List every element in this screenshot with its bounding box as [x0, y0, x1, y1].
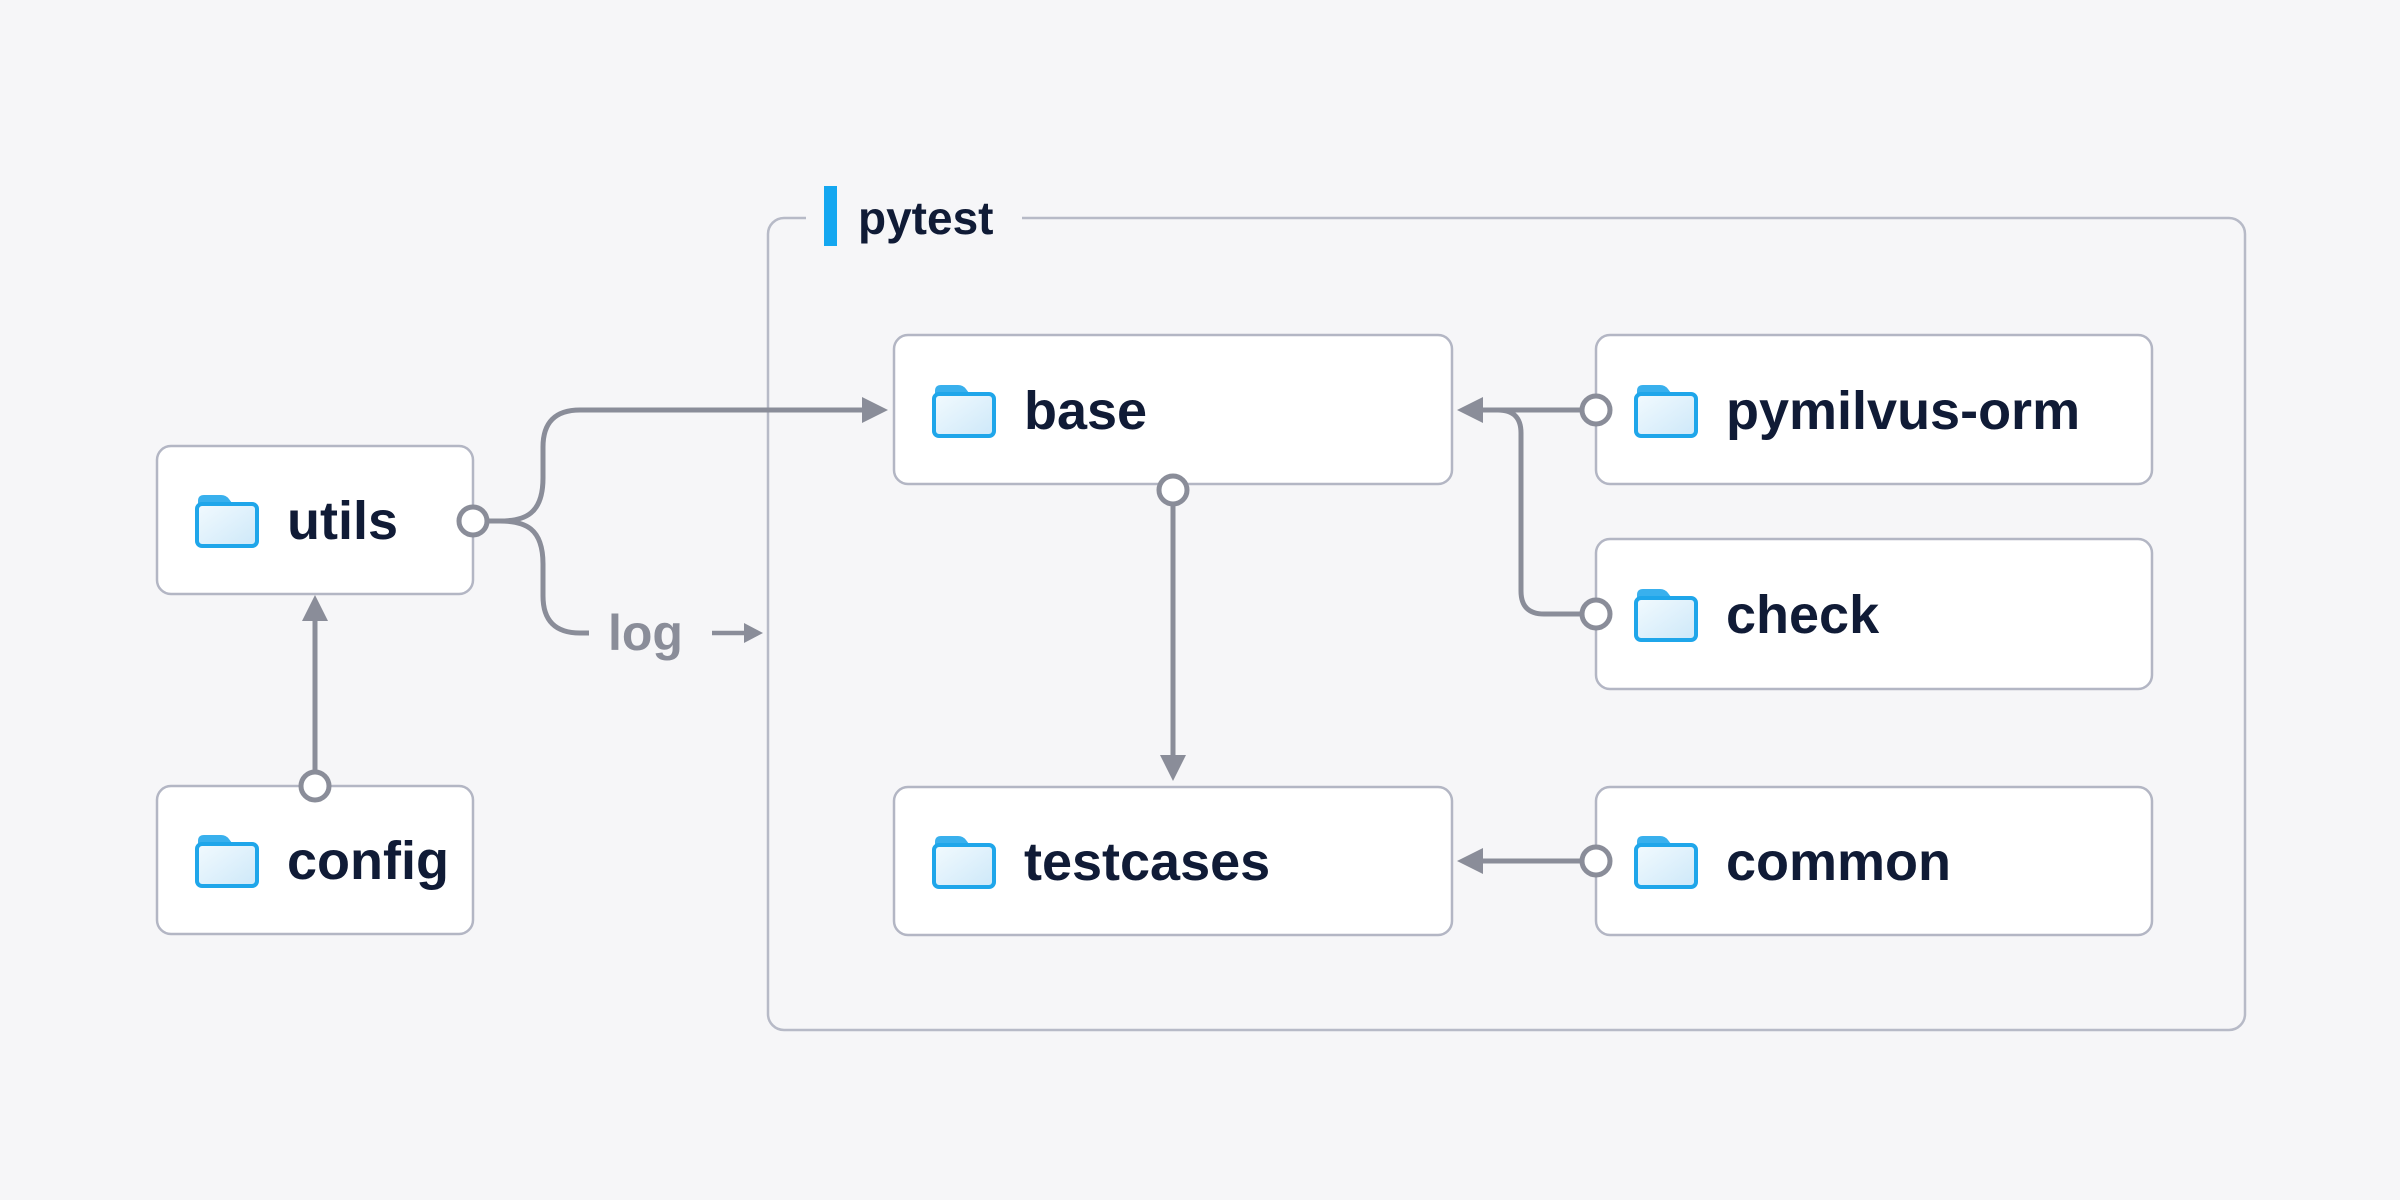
log-edge-label: log — [608, 605, 683, 661]
pytest-container: pytest — [766, 186, 2247, 1032]
node-pymilvus-orm: pymilvus-orm — [1594, 333, 2154, 486]
connector-circle-common-left — [1579, 844, 1613, 878]
edge-common-to-testcases — [1457, 848, 1582, 874]
folder-icon — [195, 833, 259, 888]
connector-circle-pymilvus-orm-left — [1579, 393, 1613, 427]
edge-line — [487, 407, 864, 524]
connector-circle-utils-right — [456, 504, 490, 538]
node-testcases: testcases — [892, 785, 1454, 937]
folder-icon — [932, 383, 996, 438]
pytest-label: pytest — [858, 192, 993, 244]
arrowhead-right — [744, 623, 763, 643]
arrowhead-up — [302, 595, 328, 621]
connector-circle-base-bottom — [1156, 473, 1190, 507]
right-arrow-icon — [712, 623, 763, 643]
node-label: testcases — [1024, 832, 1270, 892]
arrowhead-left — [1457, 397, 1483, 423]
arrowhead-right — [862, 397, 888, 423]
nodes: utils config base pymilvus-orm — [155, 333, 2154, 937]
edge-line — [487, 518, 589, 636]
arrowhead-left — [1457, 848, 1483, 874]
folder-icon — [932, 834, 996, 889]
edge-pymilvus-orm-to-base — [1457, 397, 1582, 423]
folder-icon — [1634, 834, 1698, 889]
node-utils: utils — [155, 444, 475, 596]
edge-utils-to-base — [487, 397, 888, 524]
node-label: pymilvus-orm — [1726, 381, 2080, 441]
edge-utils-to-log: log — [487, 518, 763, 661]
edge-base-to-testcases — [1160, 505, 1186, 781]
folder-icon — [195, 493, 259, 548]
pytest-label-mask — [806, 206, 1022, 230]
pytest-accent-bar — [824, 186, 837, 246]
node-label: common — [1726, 832, 1951, 892]
node-check: check — [1594, 537, 2154, 691]
node-config: config — [155, 784, 475, 936]
connector-circles — [298, 393, 1613, 878]
node-base: base — [892, 333, 1454, 486]
folder-icon — [1634, 383, 1698, 438]
node-box — [892, 785, 1454, 937]
connector-circle-check-left — [1579, 597, 1613, 631]
edge-config-to-utils — [302, 595, 328, 771]
pytest-container-border — [766, 216, 2247, 1032]
connector-circle-config-top — [298, 769, 332, 803]
node-label: config — [287, 831, 449, 891]
node-label: check — [1726, 585, 1880, 645]
node-common: common — [1594, 785, 2154, 937]
arrowhead-down — [1160, 755, 1186, 781]
edges: log — [302, 397, 1582, 874]
node-label: base — [1024, 381, 1147, 441]
folder-icon — [1634, 587, 1698, 642]
node-label: utils — [287, 491, 398, 551]
